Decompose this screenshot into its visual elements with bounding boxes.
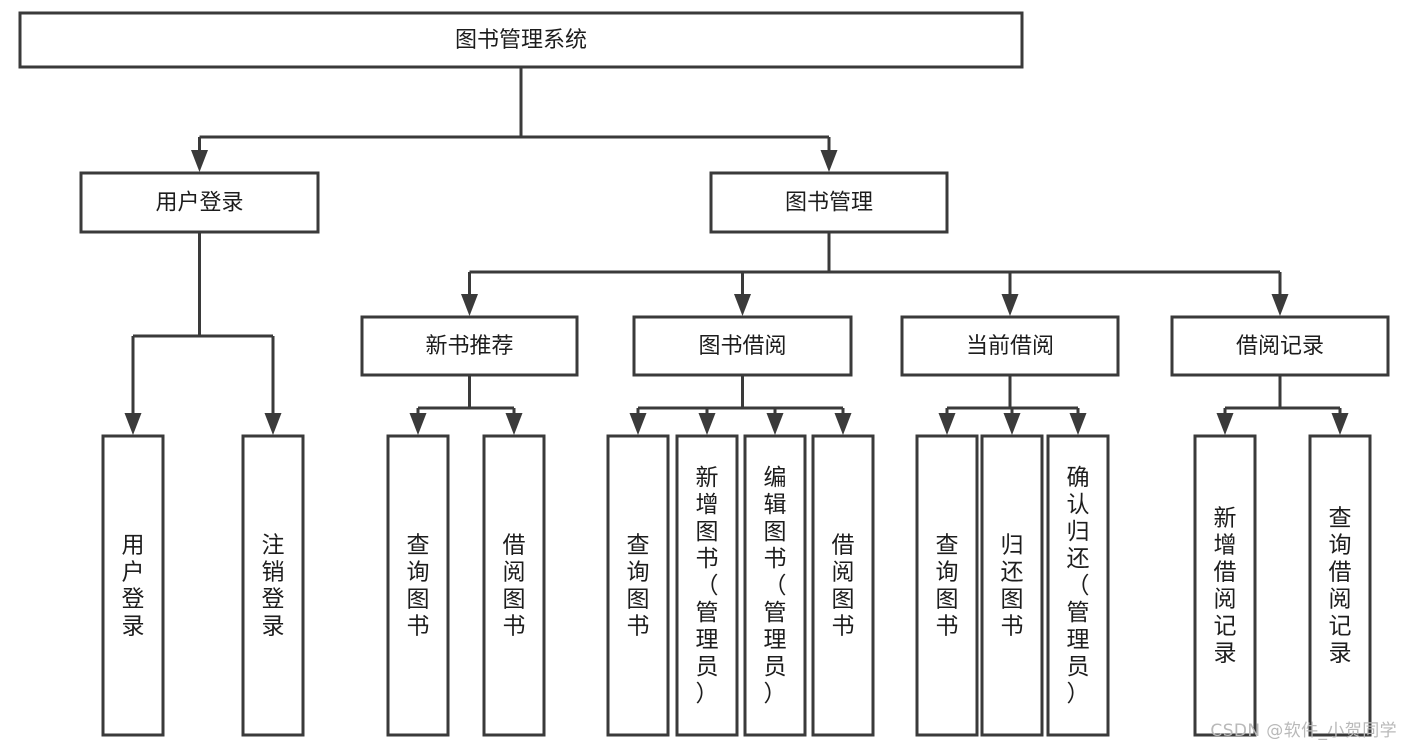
node-label: 借阅记录 [1236, 334, 1324, 359]
node-label: 用户登录 [155, 191, 243, 216]
arrow-head-icon [834, 413, 852, 435]
node-box [1308, 434, 1372, 737]
node-box [101, 434, 165, 737]
node-label: 查询借阅记录 [1329, 506, 1352, 667]
node-box [743, 434, 807, 737]
arrow-head-icon [698, 413, 716, 435]
node-label: 当前借阅 [966, 334, 1054, 359]
node-label: 注销登录 [262, 533, 285, 640]
node-label: 图书管理 [785, 191, 873, 216]
node-leaf-current-return[interactable]: 归还图书 [980, 434, 1044, 737]
node-box [675, 434, 739, 737]
node-records[interactable]: 借阅记录 [1170, 315, 1390, 377]
node-box [980, 434, 1044, 737]
node-label: 编辑图书（管理员） [764, 465, 787, 707]
node-box [360, 315, 579, 377]
arrow-head-icon [505, 413, 523, 435]
node-box [18, 11, 1024, 69]
node-bookmgmt[interactable]: 图书管理 [709, 171, 949, 234]
node-leaf-newbook-borrow[interactable]: 借阅图书 [482, 434, 546, 737]
node-leaf-records-add[interactable]: 新增借阅记录 [1193, 434, 1257, 737]
node-label: 用户登录 [122, 533, 145, 640]
node-box [386, 434, 450, 737]
arrow-head-icon [1069, 413, 1087, 435]
arrow-head-icon [734, 294, 751, 316]
node-box [632, 315, 853, 377]
node-leaf-current-query[interactable]: 查询图书 [915, 434, 979, 737]
node-box [1170, 315, 1390, 377]
node-label: 新增借阅记录 [1214, 506, 1237, 667]
node-label: 借阅图书 [832, 533, 855, 640]
node-leaf-borrow-lend[interactable]: 借阅图书 [811, 434, 875, 737]
arrow-head-icon [1331, 413, 1349, 435]
node-box [1193, 434, 1257, 737]
node-label: 确认归还（管理员） [1067, 465, 1090, 707]
node-label: 图书管理系统 [455, 28, 587, 53]
node-label: 新增图书（管理员） [696, 465, 719, 707]
arrow-head-icon [1216, 413, 1234, 435]
node-box [900, 315, 1120, 377]
node-box [79, 171, 320, 234]
node-borrow[interactable]: 图书借阅 [632, 315, 853, 377]
arrow-head-icon [629, 413, 647, 435]
node-box [606, 434, 670, 737]
node-label: 查询图书 [407, 533, 430, 640]
node-leaf-user-login[interactable]: 用户登录 [101, 434, 165, 737]
node-label: 查询图书 [936, 533, 959, 640]
arrow-head-icon [820, 150, 838, 172]
arrow-head-icon [409, 413, 427, 435]
node-leaf-user-logout[interactable]: 注销登录 [241, 434, 305, 737]
arrow-head-icon [124, 413, 142, 435]
node-box [915, 434, 979, 737]
arrow-head-icon [461, 294, 478, 316]
node-current[interactable]: 当前借阅 [900, 315, 1120, 377]
node-label: 归还图书 [1001, 533, 1024, 640]
node-newbook[interactable]: 新书推荐 [360, 315, 579, 377]
node-login[interactable]: 用户登录 [79, 171, 320, 234]
node-box [482, 434, 546, 737]
arrow-head-icon [1001, 294, 1019, 316]
node-label: 图书借阅 [698, 334, 786, 359]
arrow-head-icon [1271, 294, 1289, 316]
node-label: 查询图书 [627, 533, 650, 640]
arrow-head-icon [264, 413, 282, 435]
arrow-head-icon [766, 413, 784, 435]
arrow-head-icon [191, 150, 208, 172]
arrow-head-icon [1003, 413, 1021, 435]
node-box [1046, 434, 1110, 737]
node-label: 借阅图书 [503, 533, 526, 640]
arrow-head-icon [938, 413, 956, 435]
node-layer: 图书管理系统用户登录图书管理新书推荐图书借阅当前借阅借阅记录用户登录注销登录查询… [18, 11, 1390, 737]
node-label: 新书推荐 [425, 334, 513, 359]
node-leaf-newbook-query[interactable]: 查询图书 [386, 434, 450, 737]
node-leaf-borrow-edit[interactable]: 编辑图书（管理员） [743, 434, 807, 737]
node-leaf-borrow-query[interactable]: 查询图书 [606, 434, 670, 737]
connector-layer [124, 67, 1349, 435]
node-leaf-borrow-add[interactable]: 新增图书（管理员） [675, 434, 739, 737]
node-box [811, 434, 875, 737]
node-box [709, 171, 949, 234]
node-root[interactable]: 图书管理系统 [18, 11, 1024, 69]
node-leaf-records-query[interactable]: 查询借阅记录 [1308, 434, 1372, 737]
node-box [241, 434, 305, 737]
node-leaf-current-confirm[interactable]: 确认归还（管理员） [1046, 434, 1110, 737]
